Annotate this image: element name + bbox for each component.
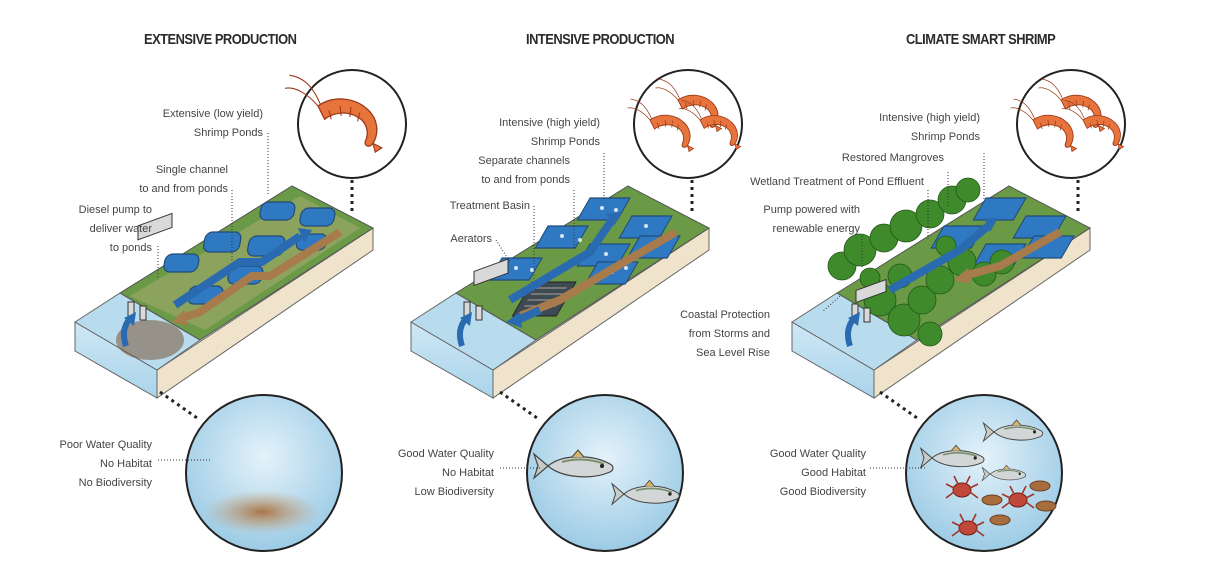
label-restored-mangroves: Restored Mangroves: [841, 152, 944, 164]
label-wetland-treatment: Wetland Treatment of Pond Effluent: [750, 176, 924, 188]
label-diesel-pump: Diesel pump to deliver water to ponds: [78, 204, 152, 254]
panel-title-climate-smart: CLIMATE SMART SHRIMP: [906, 31, 1056, 48]
label-extensive-ponds: Extensive (low yield) Shrimp Ponds: [162, 108, 263, 139]
label-coastal-protection: Coastal Protection from Storms and Sea L…: [680, 309, 770, 359]
label-climate-ponds: Intensive (high yield) Shrimp Ponds: [879, 112, 980, 143]
label-intensive-water: Good Water Quality No Habitat Low Biodiv…: [397, 448, 494, 498]
label-intensive-ponds: Intensive (high yield) Shrimp Ponds: [499, 117, 600, 148]
climate-smart-block: [791, 177, 1091, 399]
label-aerators: Aerators: [450, 233, 492, 245]
label-separate-channels: Separate channels to and from ponds: [478, 155, 570, 186]
panel-title-intensive: INTENSIVE PRODUCTION: [526, 31, 675, 48]
label-climate-water: Good Water Quality Good Habitat Good Bio…: [769, 448, 866, 498]
label-renewable-pump: Pump powered with renewable energy: [763, 204, 860, 235]
shrimp-group-icon: [633, 69, 743, 179]
shrimp-single-icon: [297, 69, 407, 179]
shrimp-group-icon-2: [1016, 69, 1126, 179]
label-single-channel: Single channel to and from ponds: [139, 164, 228, 195]
label-treatment-basin: Treatment Basin: [449, 200, 530, 212]
intensive-block: [410, 185, 710, 399]
label-extensive-water: Poor Water Quality No Habitat No Biodive…: [59, 439, 152, 489]
extensive-block: [74, 185, 374, 399]
panel-title-extensive: EXTENSIVE PRODUCTION: [144, 31, 297, 48]
